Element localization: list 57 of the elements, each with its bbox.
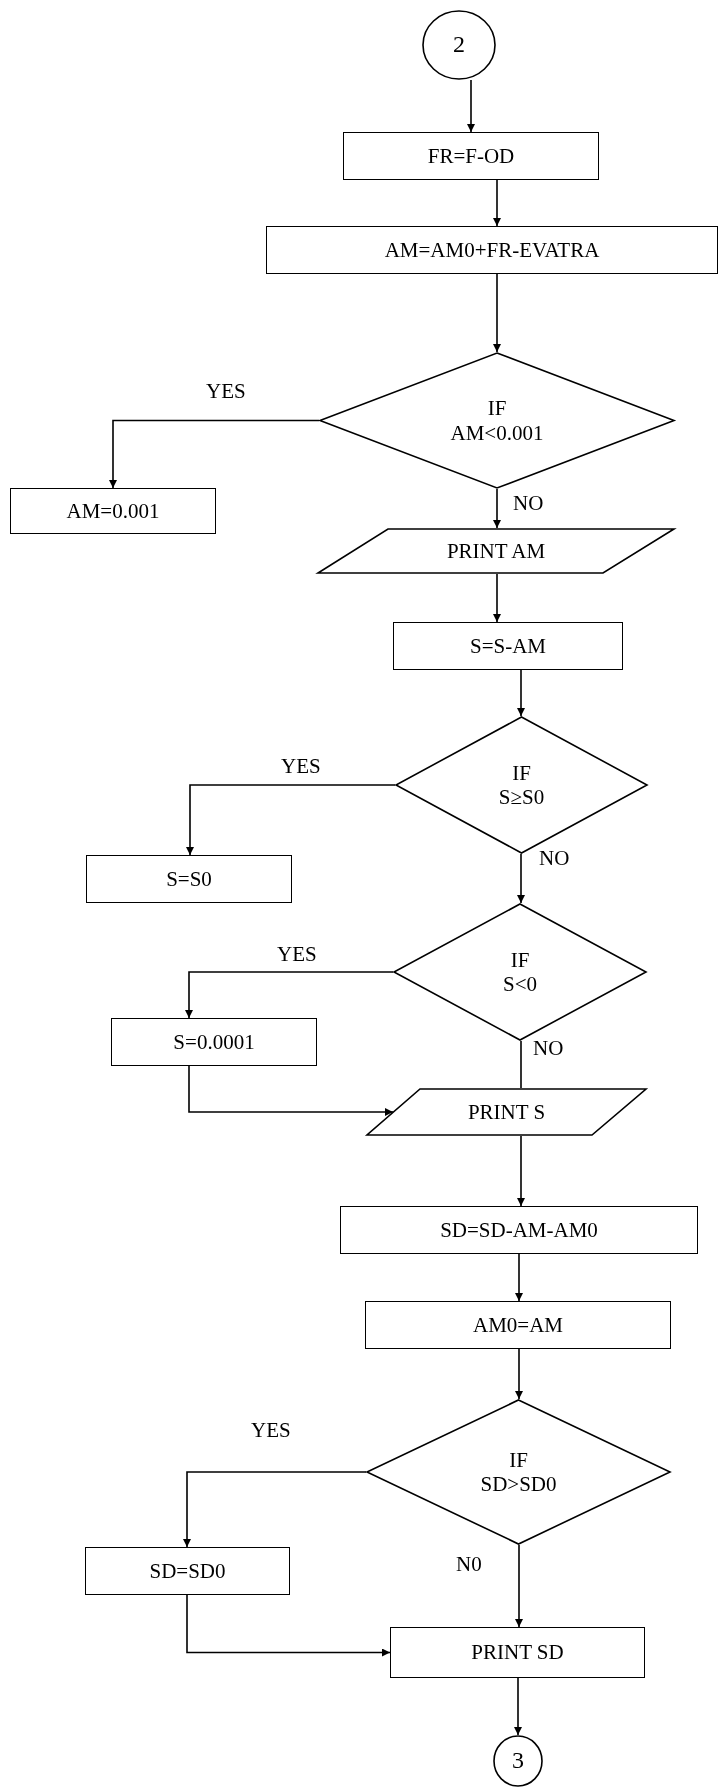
flow-arrow xyxy=(515,1544,523,1628)
flow-arrow xyxy=(493,179,501,227)
flow-arrow xyxy=(515,1348,523,1400)
connector-circle xyxy=(422,10,496,80)
process-text: FR=F-OD xyxy=(427,143,515,169)
flow-arrow xyxy=(493,573,501,623)
flow-arrow xyxy=(186,784,396,856)
flow-arrow xyxy=(517,1135,525,1207)
flow-arrow xyxy=(467,79,475,133)
output-parallelogram xyxy=(366,1088,647,1136)
connector-circle xyxy=(493,1735,543,1787)
connector-number: 3 xyxy=(512,1747,524,1775)
condition-text: S≥S0 xyxy=(498,785,545,810)
flow-arrow xyxy=(493,488,501,529)
decision-diamond xyxy=(366,1399,671,1545)
process-text: S=S-AM xyxy=(469,633,546,659)
condition-text: IF xyxy=(510,947,530,972)
output-text: PRINT S xyxy=(467,1099,546,1125)
process-text: S=0.0001 xyxy=(173,1029,255,1055)
condition-text: IF xyxy=(512,760,531,785)
process-box xyxy=(340,1206,698,1254)
process-box xyxy=(10,488,216,534)
condition-text: IF xyxy=(509,1447,528,1472)
process-box xyxy=(86,855,292,903)
process-box xyxy=(343,132,599,180)
decision-diamond xyxy=(319,352,675,489)
process-text: AM0=AM xyxy=(473,1312,563,1338)
process-text: SD=SD0 xyxy=(149,1558,226,1584)
process-box xyxy=(365,1301,671,1349)
condition-text: IF xyxy=(487,396,507,421)
flow-arrow xyxy=(109,419,320,489)
flow-arrow xyxy=(517,669,525,717)
connector-number: 2 xyxy=(453,31,465,59)
flow-arrow xyxy=(185,971,394,1019)
process-text: AM=AM0+FR-EVATRA xyxy=(384,237,600,263)
flow-arrow xyxy=(493,273,501,353)
condition-text: S<0 xyxy=(503,972,537,997)
condition-text: AM<0.001 xyxy=(450,420,544,445)
process-box xyxy=(390,1627,645,1678)
process-text: SD=SD-AM-AM0 xyxy=(440,1217,598,1243)
flow-arrow xyxy=(186,1594,391,1657)
process-box xyxy=(393,622,623,670)
decision-diamond xyxy=(393,903,647,1041)
flow-arrow xyxy=(517,853,525,904)
process-box xyxy=(85,1547,290,1595)
flow-arrow xyxy=(188,1065,394,1116)
process-text: PRINT SD xyxy=(471,1640,564,1665)
flow-arrow xyxy=(515,1253,523,1302)
process-box xyxy=(266,226,718,274)
process-box xyxy=(111,1018,317,1066)
process-text: S=S0 xyxy=(166,866,212,892)
flow-arrow xyxy=(514,1677,522,1736)
flow-arrow xyxy=(183,1471,367,1548)
process-text: AM=0.001 xyxy=(66,498,160,524)
output-parallelogram xyxy=(317,528,675,574)
condition-text: SD>SD0 xyxy=(480,1472,557,1497)
output-text: PRINT AM xyxy=(446,538,546,564)
